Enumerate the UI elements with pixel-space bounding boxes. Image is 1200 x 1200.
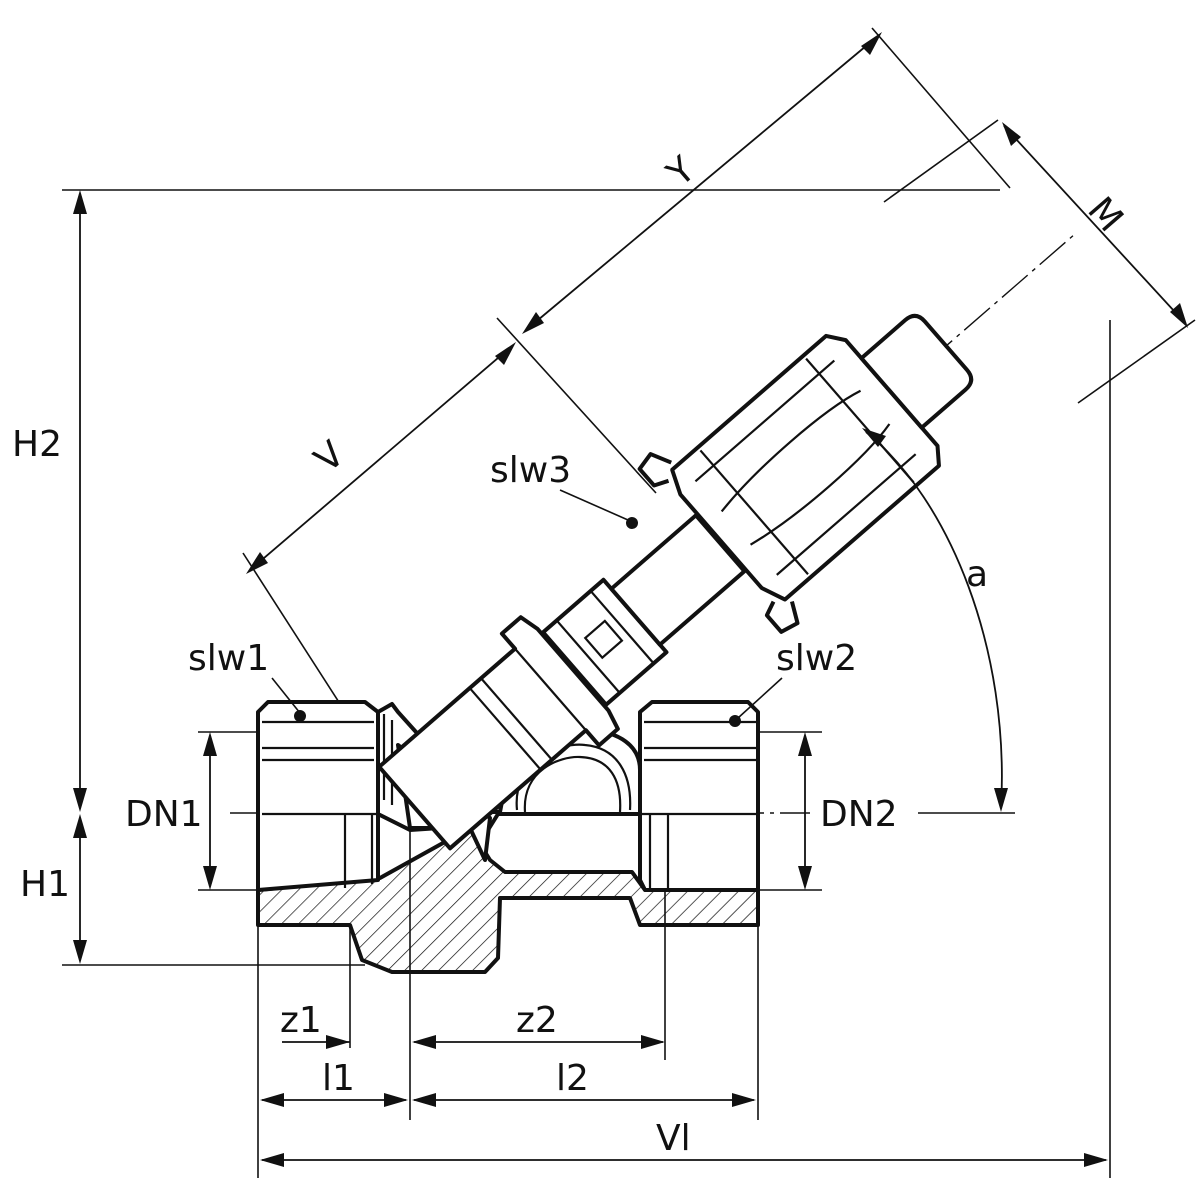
- slw2-marker: [729, 715, 741, 727]
- label-l2: l2: [556, 1058, 589, 1099]
- label-a: a: [966, 554, 988, 595]
- label-z2: z2: [516, 1000, 558, 1041]
- label-h1: H1: [20, 864, 70, 905]
- label-dn2: DN2: [820, 794, 898, 835]
- valve-bonnet: [377, 313, 974, 851]
- label-z1: z1: [280, 1000, 322, 1041]
- label-dn1: DN1: [125, 794, 203, 835]
- label-slw2: slw2: [776, 638, 857, 679]
- left-end-nut: [256, 700, 380, 892]
- label-slw3: slw3: [490, 450, 571, 491]
- right-end-nut: [638, 700, 760, 892]
- hatched-section: [256, 826, 760, 974]
- slw1-marker: [294, 710, 306, 722]
- label-l1: l1: [322, 1058, 355, 1099]
- label-vl: Vl: [656, 1118, 691, 1159]
- label-m: M: [1079, 190, 1130, 240]
- label-slw1: slw1: [188, 638, 269, 679]
- label-h2: H2: [12, 424, 62, 465]
- slw3-marker: [626, 517, 638, 529]
- leaders: [271, 489, 783, 727]
- dimension-lines: [73, 32, 1188, 1167]
- label-v: V: [307, 433, 353, 480]
